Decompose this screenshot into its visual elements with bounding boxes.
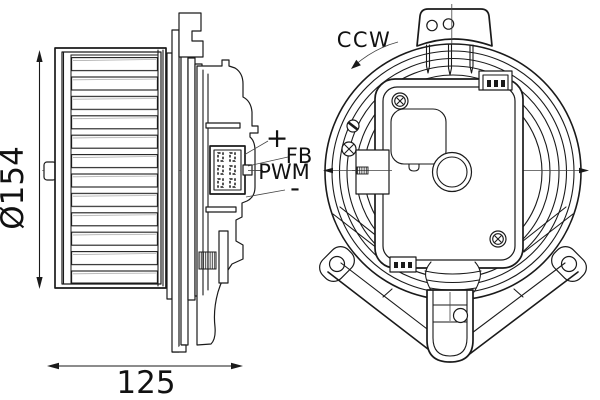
pin-minus-label: -: [290, 173, 300, 204]
side-view: Ø154: [0, 12, 313, 400]
panel-notch: [408, 163, 420, 172]
ear-hole-left: [328, 255, 346, 273]
tab-rib-center: [447, 43, 453, 76]
screw-cross-icon: [341, 141, 357, 157]
screw-slotted-icon: [346, 119, 360, 133]
connector-latch: [242, 164, 253, 176]
pin-fb-label: FB: [286, 144, 313, 168]
tab-rib-left: [425, 44, 431, 74]
pin-plus-label: +: [266, 123, 289, 154]
dim-arrow-right: [231, 362, 243, 370]
bottom-connector: [424, 261, 482, 363]
motor-cover: [374, 70, 524, 273]
fan-wheel: [43, 47, 167, 289]
side-fasteners: [341, 119, 392, 195]
leader-fb: [247, 156, 289, 167]
connector-pin-labels: + FB PWM -: [243, 123, 313, 204]
screw-bottom-right-icon: [489, 230, 507, 248]
dim-arrow-down: [36, 277, 43, 289]
socket-bottom-left: [389, 256, 417, 273]
mounting-tab: [416, 4, 493, 76]
dim-arrow-up: [36, 50, 43, 62]
shaft-boss: [431, 151, 473, 193]
terminal-pin-upper: [205, 122, 241, 129]
pin-pwm-label: PWM: [258, 160, 310, 184]
dim-arrow-left: [47, 362, 59, 370]
rotation-label: CCW: [337, 28, 399, 69]
wheel-blades: [70, 54, 159, 284]
length-dimension: 125: [47, 362, 243, 400]
arm-tick-right: [513, 288, 524, 298]
bearing-holder: [218, 230, 229, 284]
ccw-arrow-head: [351, 59, 361, 69]
flange-foot: [172, 344, 187, 353]
leader-plus: [243, 140, 269, 156]
top-hook-bracket: [178, 12, 204, 58]
arm-tick-left: [382, 288, 393, 298]
connector-latch-front: [452, 307, 469, 324]
terminal-pin-lower: [205, 206, 237, 213]
screw-top-left-icon: [391, 92, 409, 110]
leader-minus: [245, 189, 286, 198]
length-label: 125: [116, 365, 175, 400]
terminal-box-top: [478, 70, 513, 91]
front-view: CCW: [319, 4, 589, 363]
tab-hole-left: [426, 19, 438, 32]
diameter-label: Ø154: [0, 146, 31, 230]
motor-cap-profile: [196, 59, 259, 346]
ear-hole-right: [560, 255, 578, 273]
tab-rib-right: [469, 44, 474, 74]
tab-hole-right: [442, 18, 455, 30]
motor-shaft-knurl: [198, 251, 217, 270]
connector-body: [209, 145, 246, 195]
motor-housing: [196, 59, 259, 346]
connector-side: [209, 145, 253, 195]
side-connector-block: [352, 149, 392, 195]
ccw-label: CCW: [337, 28, 392, 52]
diameter-dimension: Ø154: [0, 50, 43, 289]
